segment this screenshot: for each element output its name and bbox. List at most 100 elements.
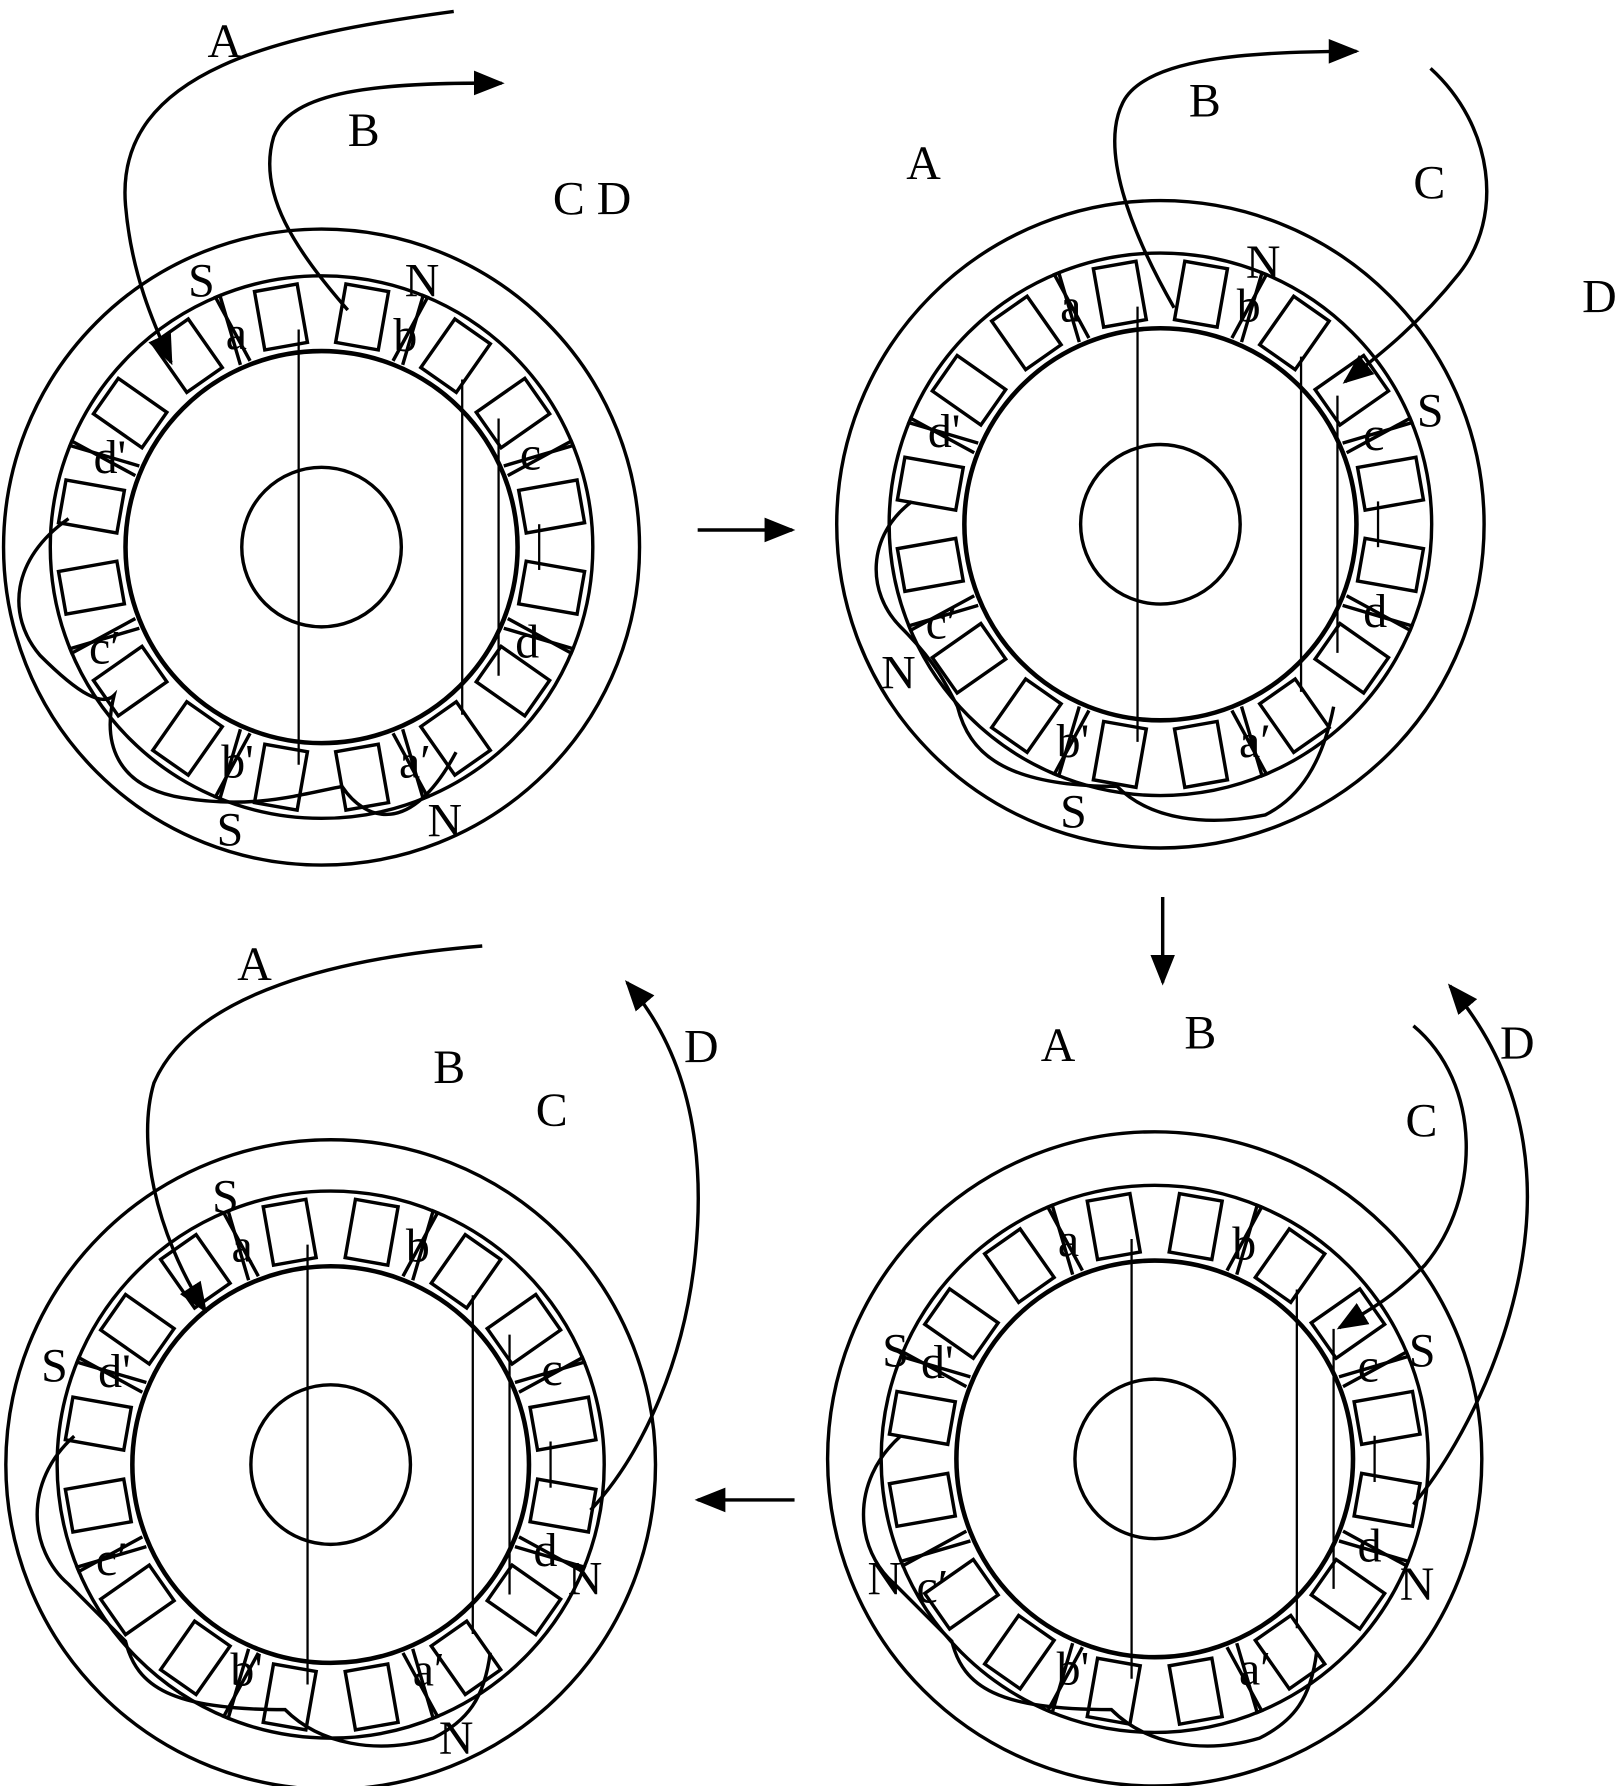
stator-pole-shoe xyxy=(221,1189,440,1278)
pole-label: N xyxy=(568,1553,603,1606)
stator-outer-circle xyxy=(825,1130,1484,1786)
coil-winding xyxy=(1257,293,1332,372)
coil-winding xyxy=(1352,1389,1422,1447)
coil-winding xyxy=(1085,1191,1143,1262)
stator-pole-shoe xyxy=(48,438,137,656)
coil-winding xyxy=(1167,1191,1225,1262)
coil-winding xyxy=(56,478,127,535)
phase-label-d: D xyxy=(1582,270,1617,323)
coil-label-b-prime: b' xyxy=(1057,1643,1090,1696)
coil-winding xyxy=(887,1389,958,1447)
rotor-circle xyxy=(962,325,1359,723)
coil-label-b-prime: b' xyxy=(1057,715,1090,768)
stator-pole-shoe xyxy=(1235,1539,1411,1715)
coil-winding xyxy=(1091,719,1149,790)
coil-winding xyxy=(91,375,170,451)
pole-label: S xyxy=(217,804,244,857)
coil-winding xyxy=(1172,719,1230,790)
coil-winding xyxy=(150,316,225,395)
shaft-circle xyxy=(240,465,404,629)
coil-winding xyxy=(516,478,587,535)
coil-winding xyxy=(929,353,1009,428)
stator-pole-shoe xyxy=(1052,251,1269,339)
motor-figure-3 xyxy=(4,1138,658,1786)
stator-pole-shoe xyxy=(67,293,243,468)
coil-label-a: a xyxy=(232,1220,253,1273)
coil-winding xyxy=(158,1618,233,1697)
stator-pole-shoe xyxy=(74,1208,251,1385)
coil-winding xyxy=(418,699,493,778)
pole-label: N xyxy=(428,795,463,848)
coil-winding xyxy=(989,293,1064,372)
coil-winding xyxy=(473,375,553,451)
coil-label-d-prime: d' xyxy=(928,405,961,458)
pole-label: N xyxy=(1246,236,1281,289)
coil-winding xyxy=(1257,676,1332,755)
coil-winding xyxy=(261,1197,319,1268)
coil-label-d-prime: d' xyxy=(98,1345,131,1398)
pole-label: S xyxy=(882,1325,909,1378)
phase-label-a: A xyxy=(237,938,272,991)
winding-loop xyxy=(35,1434,492,1748)
coil-winding xyxy=(56,559,127,617)
coil-label-b: b xyxy=(1237,279,1261,332)
coil-label-c-prime: c′ xyxy=(916,1560,948,1613)
pole-label: S xyxy=(1417,384,1444,437)
coil-winding xyxy=(98,1562,177,1638)
phase-label-cd: C D xyxy=(553,172,631,225)
stator-pole-shoe xyxy=(1052,709,1269,798)
pole-label: S xyxy=(1409,1325,1436,1378)
coil-winding xyxy=(1308,1557,1388,1632)
phase-label-b: B xyxy=(433,1041,465,1094)
coil-winding xyxy=(982,1613,1057,1692)
stator-pole-shoe xyxy=(411,1208,587,1385)
stator-pole-shoe xyxy=(401,293,576,468)
flux-path-a xyxy=(145,944,483,1314)
stator-outer-circle xyxy=(4,1138,658,1786)
coil-label-a: a xyxy=(1058,1214,1079,1267)
coil-winding xyxy=(1172,259,1230,330)
coil-winding xyxy=(528,1395,598,1453)
figure-3-labels: A B C D S a b S d' c c′ d N b' a′ N xyxy=(41,938,718,1765)
coil-winding xyxy=(1312,621,1391,696)
coil-winding xyxy=(484,1562,564,1638)
rotor-circle xyxy=(130,1263,532,1666)
coil-winding xyxy=(473,643,553,719)
coil-label-b-prime: b' xyxy=(221,735,254,788)
coil-winding xyxy=(929,621,1009,696)
coil-winding xyxy=(989,676,1064,755)
stator-pole-shoe xyxy=(74,1544,251,1721)
coil-winding xyxy=(150,699,225,778)
stator-pole-shoe xyxy=(1345,415,1434,633)
coil-label-b-prime: b' xyxy=(230,1644,263,1697)
stator-pole-shoe xyxy=(411,1544,587,1721)
rotor-circle xyxy=(954,1258,1356,1660)
stator-pole-shoe xyxy=(898,1202,1075,1379)
phase-label-b: B xyxy=(348,104,380,157)
coil-winding xyxy=(333,282,391,352)
stator-pole-shoe xyxy=(1045,1646,1264,1735)
stator-pole-shoe xyxy=(1239,603,1415,779)
coil-winding xyxy=(1312,353,1391,428)
coil-winding xyxy=(1085,1656,1143,1727)
phase-label-c: C xyxy=(536,1084,568,1137)
stator-pole-shoe xyxy=(1239,270,1415,445)
phase-label-b: B xyxy=(1189,74,1221,127)
pole-label: S xyxy=(212,1171,239,1224)
stator-pole-shoe xyxy=(1342,1349,1430,1569)
flux-path-c xyxy=(1336,1024,1468,1330)
coil-label-a-prime: a′ xyxy=(413,1644,445,1697)
coil-winding xyxy=(1352,1471,1422,1529)
coil-label-b: b xyxy=(1232,1217,1256,1270)
flux-path-b xyxy=(1113,38,1360,309)
figure-4-labels: A B C D a b S d' c S N c′ d N b' a′ xyxy=(867,1007,1534,1696)
coil-label-c: c xyxy=(1363,408,1384,461)
winding-loop xyxy=(874,500,1336,822)
coil-winding xyxy=(922,1286,1001,1361)
coil-label-c: c xyxy=(1358,1339,1379,1392)
coil-winding xyxy=(63,1395,134,1453)
motor-figure-2 xyxy=(835,198,1486,850)
coil-label-b: b xyxy=(406,1220,430,1273)
stator-pole-shoe xyxy=(1045,1183,1264,1272)
